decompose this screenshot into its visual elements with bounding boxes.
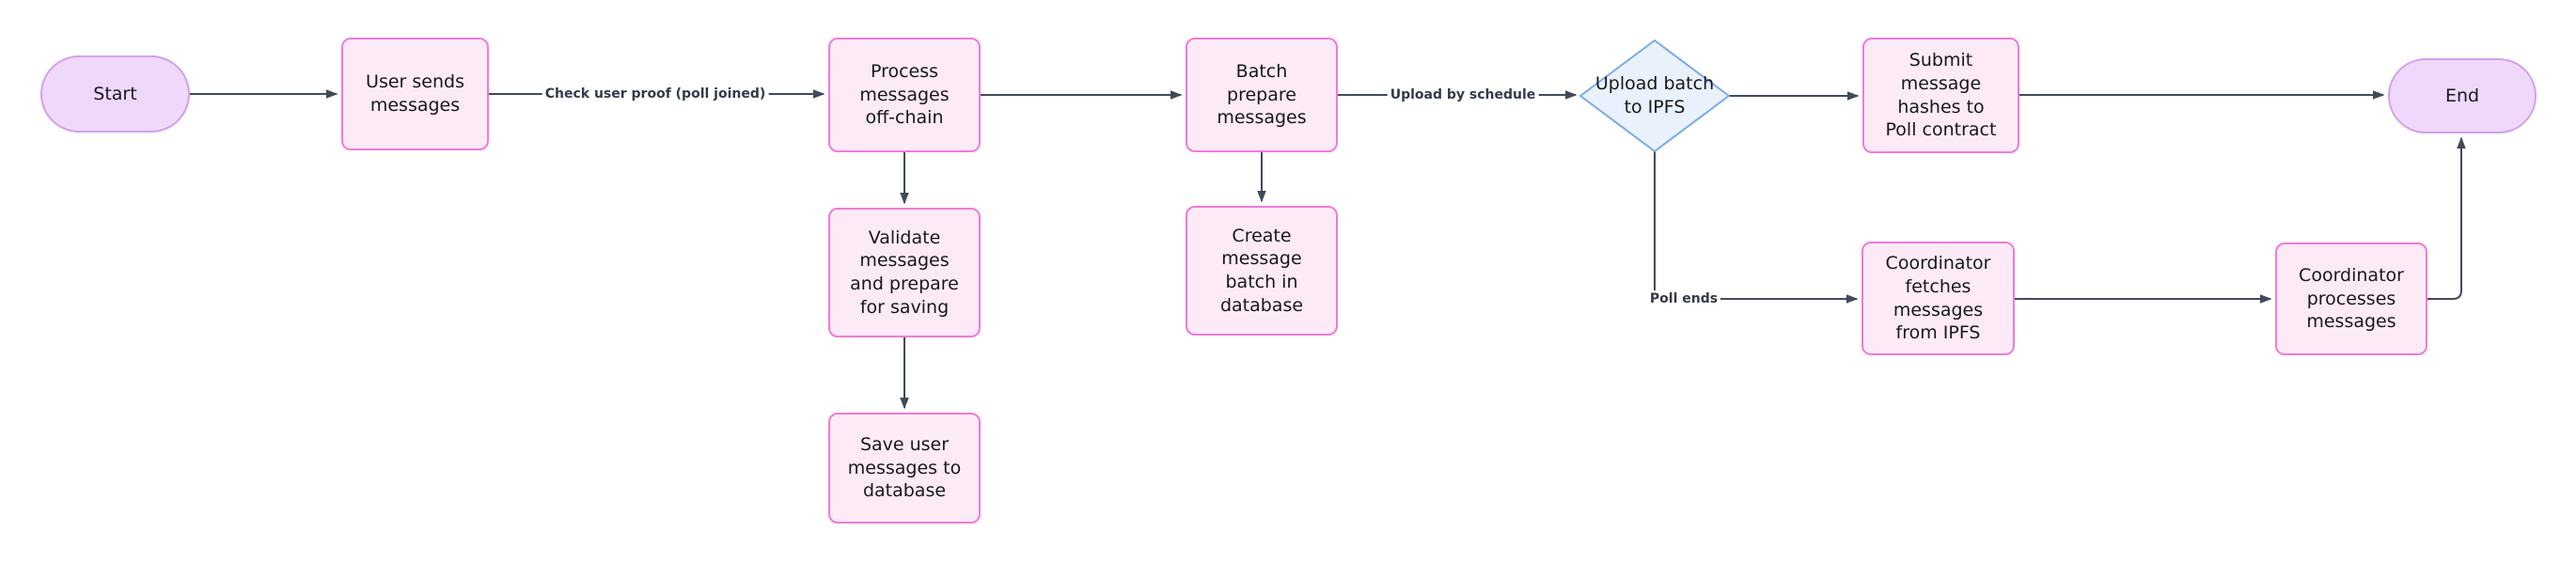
node-label: Save user messages to database: [847, 433, 962, 502]
edge-label-user-to-process: Check user proof (poll joined): [542, 86, 769, 102]
node-coordinator-processes-messages[interactable]: Coordinator processes messages: [2275, 242, 2427, 355]
node-label: Batch prepare messages: [1217, 60, 1307, 129]
node-label: User sends messages: [366, 71, 464, 116]
node-start[interactable]: Start: [40, 55, 190, 133]
node-label: Submit message hashes to Poll contract: [1885, 50, 1997, 141]
node-submit-message-hashes[interactable]: Submit message hashes to Poll contract: [1862, 38, 2019, 153]
node-coordinator-fetches-messages[interactable]: Coordinator fetches messages from IPFS: [1861, 242, 2015, 355]
node-label: Validate messages and prepare for saving: [850, 227, 959, 318]
node-label: Coordinator processes messages: [2299, 264, 2404, 333]
edge-coord-process-to-end: [2427, 136, 2466, 300]
node-process-messages-off-chain[interactable]: Process messages off-chain: [828, 38, 981, 152]
edge-label-upload-to-coord-fetch: Poll ends: [1646, 290, 1721, 307]
node-label: Create message batch in database: [1219, 225, 1304, 316]
node-user-sends-messages[interactable]: User sends messages: [341, 38, 489, 150]
node-save-user-messages[interactable]: Save user messages to database: [828, 413, 981, 524]
node-batch-prepare-messages[interactable]: Batch prepare messages: [1186, 38, 1338, 152]
node-label: End: [2444, 85, 2480, 106]
node-label: Process messages off-chain: [859, 60, 950, 129]
node-end[interactable]: End: [2388, 58, 2537, 133]
node-label: Upload batch to IPFS: [1594, 73, 1715, 117]
node-label: Coordinator fetches messages from IPFS: [1885, 253, 1991, 344]
node-create-message-batch[interactable]: Create message batch in database: [1186, 206, 1338, 336]
diamond-shape: [1579, 39, 1730, 152]
node-upload-batch-to-ipfs[interactable]: Upload batch to IPFS: [1579, 39, 1730, 152]
node-label: Start: [93, 83, 137, 104]
edge-upload-to-coord-fetch: [1654, 151, 1859, 304]
node-validate-messages[interactable]: Validate messages and prepare for saving: [828, 208, 981, 337]
edge-label-batch-to-upload: Upload by schedule: [1387, 86, 1539, 103]
